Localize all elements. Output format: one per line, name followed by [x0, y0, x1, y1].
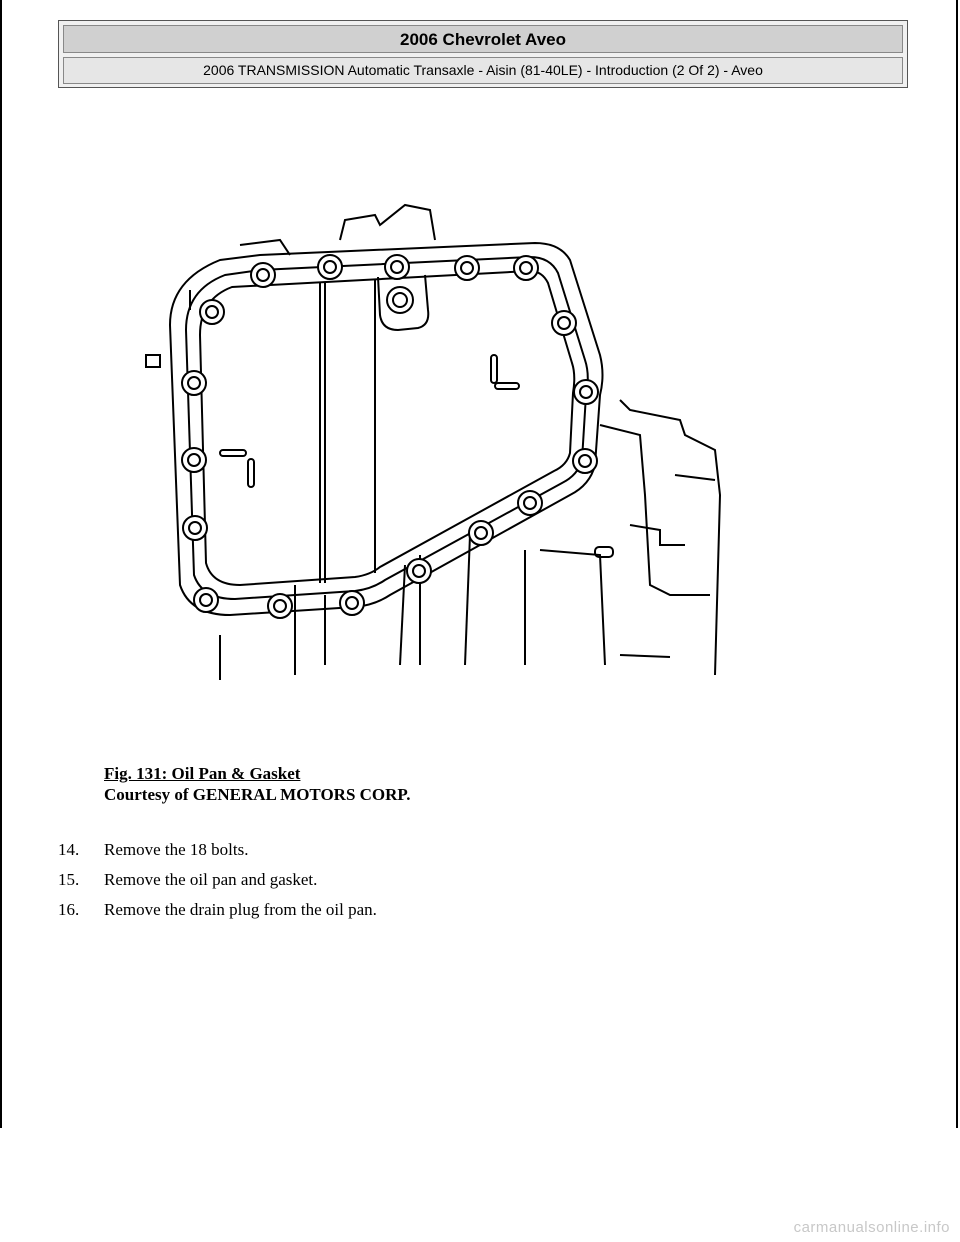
bolt [384, 254, 410, 280]
bolt [573, 379, 599, 405]
page-frame [0, 0, 958, 1128]
bolt [182, 515, 208, 541]
bolt [181, 447, 207, 473]
bolt [513, 255, 539, 281]
bolt [517, 490, 543, 516]
step-number: 15. [58, 870, 80, 889]
step-text: Remove the 18 bolts. [104, 840, 249, 859]
bolt [193, 587, 219, 613]
bolt [199, 299, 225, 325]
step-text: Remove the drain plug from the oil pan. [104, 900, 377, 919]
figure-caption: Fig. 131: Oil Pan & Gasket Courtesy of G… [104, 763, 411, 805]
bolt [572, 448, 598, 474]
step-number: 14. [58, 840, 80, 859]
bolt [454, 255, 480, 281]
bolt [406, 558, 432, 584]
step-text: Remove the oil pan and gasket. [104, 870, 318, 889]
bolt [317, 254, 343, 280]
list-item: 16. Remove the drain plug from the oil p… [58, 900, 377, 922]
procedure-steps: 14. Remove the 18 bolts. 15. Remove the … [58, 840, 377, 930]
list-item: 14. Remove the 18 bolts. [58, 840, 377, 862]
bolt [267, 593, 293, 619]
bolt [181, 370, 207, 396]
bolt [339, 590, 365, 616]
bolt [250, 262, 276, 288]
figure-credit: Courtesy of GENERAL MOTORS CORP. [104, 785, 411, 804]
list-item: 15. Remove the oil pan and gasket. [58, 870, 377, 892]
oil-pan-illustration [145, 203, 722, 680]
watermark: carmanualsonline.info [793, 1219, 950, 1236]
figure-title[interactable]: Fig. 131: Oil Pan & Gasket [104, 764, 301, 783]
bolt [468, 520, 494, 546]
document-title: 2006 Chevrolet Aveo [63, 25, 903, 53]
document-subtitle: 2006 TRANSMISSION Automatic Transaxle - … [63, 57, 903, 84]
bolt [551, 310, 577, 336]
step-number: 16. [58, 900, 80, 919]
document-header: 2006 Chevrolet Aveo 2006 TRANSMISSION Au… [58, 20, 908, 88]
